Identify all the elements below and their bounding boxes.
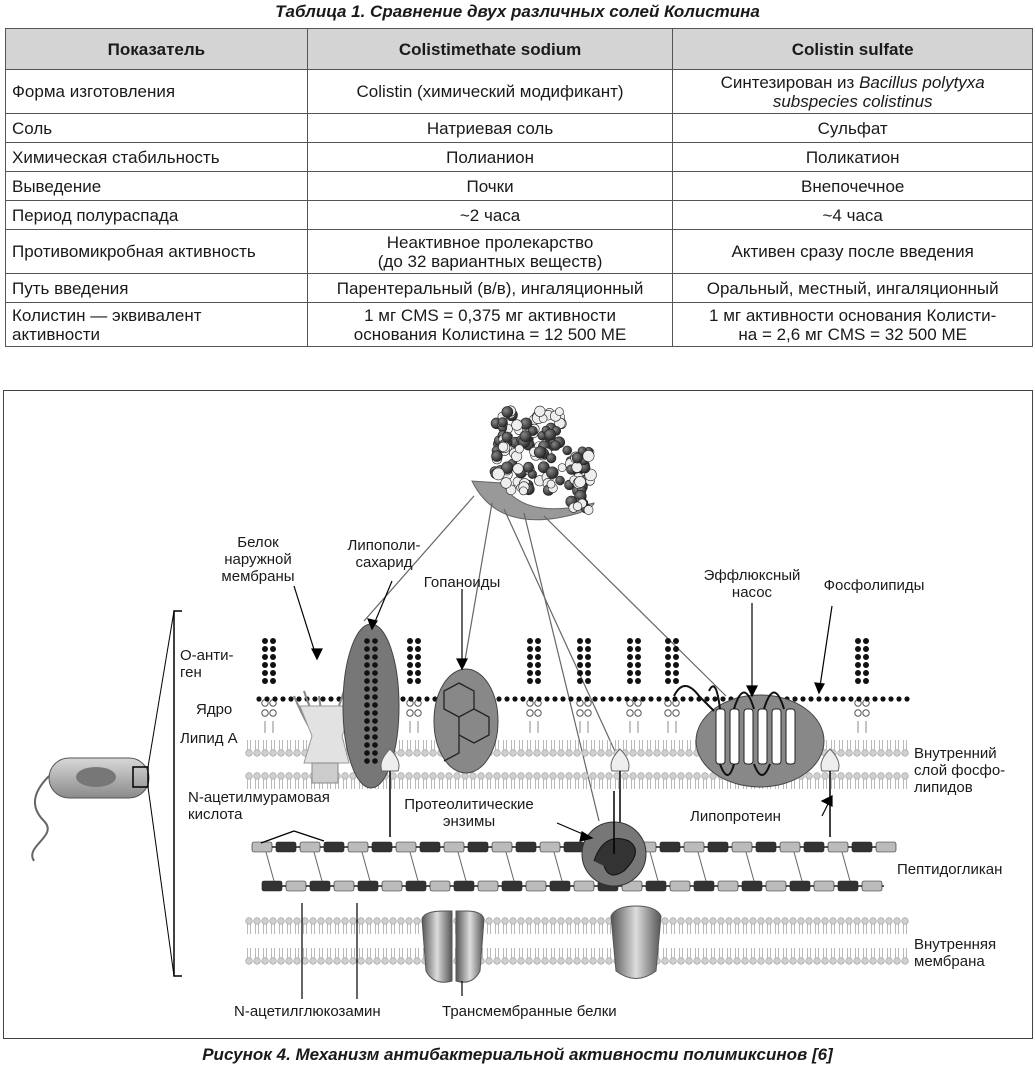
action-lines bbox=[363, 495, 727, 822]
row-cs-value: Синтезирован из Bacillus polytyxa subspe… bbox=[672, 69, 1033, 114]
label-proteolytic-enzymes: Протеолитические энзимы bbox=[404, 796, 534, 830]
row-parameter: Противомикробная активность bbox=[5, 229, 308, 274]
label-hopanoids: Гопаноиды bbox=[423, 574, 501, 591]
label-outer-membrane-protein: Белок наружной мембраны bbox=[221, 534, 295, 585]
efflux-pump bbox=[673, 685, 825, 788]
label-pointers bbox=[260, 580, 833, 999]
label-core: Ядро bbox=[196, 701, 233, 718]
row-cs-value: ~4 часа bbox=[672, 200, 1033, 230]
polymyxin-molecule bbox=[471, 405, 597, 521]
row-parameter: Период полураспада bbox=[5, 200, 308, 230]
row-cms-value: Полианион bbox=[306, 142, 674, 172]
row-cs-value: Активен сразу после введения bbox=[672, 229, 1033, 274]
outer-membrane-protein bbox=[293, 690, 355, 784]
table-row: Путь введения Парентеральный (в/в), инга… bbox=[5, 273, 1033, 303]
table-row: Соль Натриевая соль Сульфат bbox=[5, 113, 1033, 143]
table-row: Период полураспада ~2 часа ~4 часа bbox=[5, 200, 1033, 230]
table-row: Колистин — эквивалент активности 1 мг CM… bbox=[5, 302, 1033, 347]
row-cms-value: ~2 часа bbox=[306, 200, 674, 230]
row-cms-value: Почки bbox=[306, 171, 674, 201]
header-colistimethate: Colistimethate sodium bbox=[306, 28, 674, 70]
row-cms-value: Натриевая соль bbox=[306, 113, 674, 143]
table-row: Выведение Почки Внепочечное bbox=[5, 171, 1033, 201]
table-header-row: Показатель Colistimethate sodium Colisti… bbox=[5, 28, 1033, 70]
bacterium-cell bbox=[31, 610, 182, 977]
row-cs-value: Внепочечное bbox=[672, 171, 1033, 201]
label-transmembrane-proteins: Трансмембранные белки bbox=[442, 1003, 617, 1020]
label-inner-membrane: Внутренняя мембрана bbox=[914, 936, 997, 970]
label-peptidoglycan: Пептидогликан bbox=[897, 861, 1003, 878]
row-cms-value: Парентеральный (в/в), ингаляционный bbox=[306, 273, 674, 303]
row-cs-value: 1 мг активности основания Колисти- на = … bbox=[672, 302, 1033, 347]
figure-caption: Рисунок 4. Механизм антибактериальной ак… bbox=[202, 1045, 833, 1064]
header-colistin-sulfate: Colistin sulfate bbox=[672, 28, 1033, 70]
lipoproteins bbox=[380, 748, 840, 837]
comparison-table: Показатель Colistimethate sodium Colisti… bbox=[5, 28, 1033, 347]
row-parameter: Форма изготовления bbox=[5, 69, 308, 114]
figure-illustration bbox=[31, 405, 910, 999]
row-parameter: Химическая стабильность bbox=[5, 142, 308, 172]
hopanoid bbox=[433, 668, 499, 774]
row-parameter: Путь введения bbox=[5, 273, 308, 303]
label-phospholipids: Фосфолипиды bbox=[823, 577, 925, 594]
row-cs-value: Сульфат bbox=[672, 113, 1033, 143]
label-murnac: N-ацетилмурамовая кислота bbox=[188, 789, 330, 823]
row-cms-value: 1 мг CMS = 0,375 мг активности основания… bbox=[306, 302, 674, 347]
label-o-antigen: О-анти- ген bbox=[180, 647, 234, 681]
table-caption: Таблица 1. Сравнение двух различных соле… bbox=[275, 2, 760, 21]
label-efflux-pump: Эффлюксный насос bbox=[703, 567, 801, 601]
table-row: Противомикробная активность Неактивное п… bbox=[5, 229, 1033, 274]
label-lipoprotein: Липопротеин bbox=[690, 808, 781, 825]
table-row: Химическая стабильность Полианион Полика… bbox=[5, 142, 1033, 172]
row-parameter: Колистин — эквивалент активности bbox=[5, 302, 308, 347]
cs-species: Bacillus polytyxa subspecies colistinus bbox=[772, 72, 985, 111]
peptidoglycan-chains bbox=[251, 841, 897, 892]
cs-prefix: Синтезирован из bbox=[720, 72, 860, 92]
label-glcnac: N-ацетилглюкозамин bbox=[234, 1003, 381, 1020]
row-parameter: Соль bbox=[5, 113, 308, 143]
row-cms-value: Colistin (химический модификант) bbox=[306, 69, 674, 114]
label-lipopolysaccharide: Липополи- сахарид bbox=[347, 537, 421, 571]
label-inner-leaflet: Внутренний слой фосфо- липидов bbox=[914, 745, 1006, 796]
transmembrane-proteins bbox=[421, 905, 662, 983]
row-cs-value: Оральный, местный, ингаляционный bbox=[672, 273, 1033, 303]
header-parameter: Показатель bbox=[5, 28, 308, 70]
lps-inner-dots bbox=[364, 638, 378, 764]
label-lipid-a: Липид А bbox=[180, 730, 238, 747]
proteolytic-enzyme bbox=[581, 791, 647, 887]
row-parameter: Выведение bbox=[5, 171, 308, 201]
polymyxin-mechanism-figure: Белок наружной мембраны Липополи- сахари… bbox=[3, 390, 1033, 1039]
row-cms-value: Неактивное пролекарство (до 32 вариантны… bbox=[306, 229, 674, 274]
table-row: Форма изготовления Colistin (химический … bbox=[5, 69, 1033, 114]
row-cs-value: Поликатион bbox=[672, 142, 1033, 172]
